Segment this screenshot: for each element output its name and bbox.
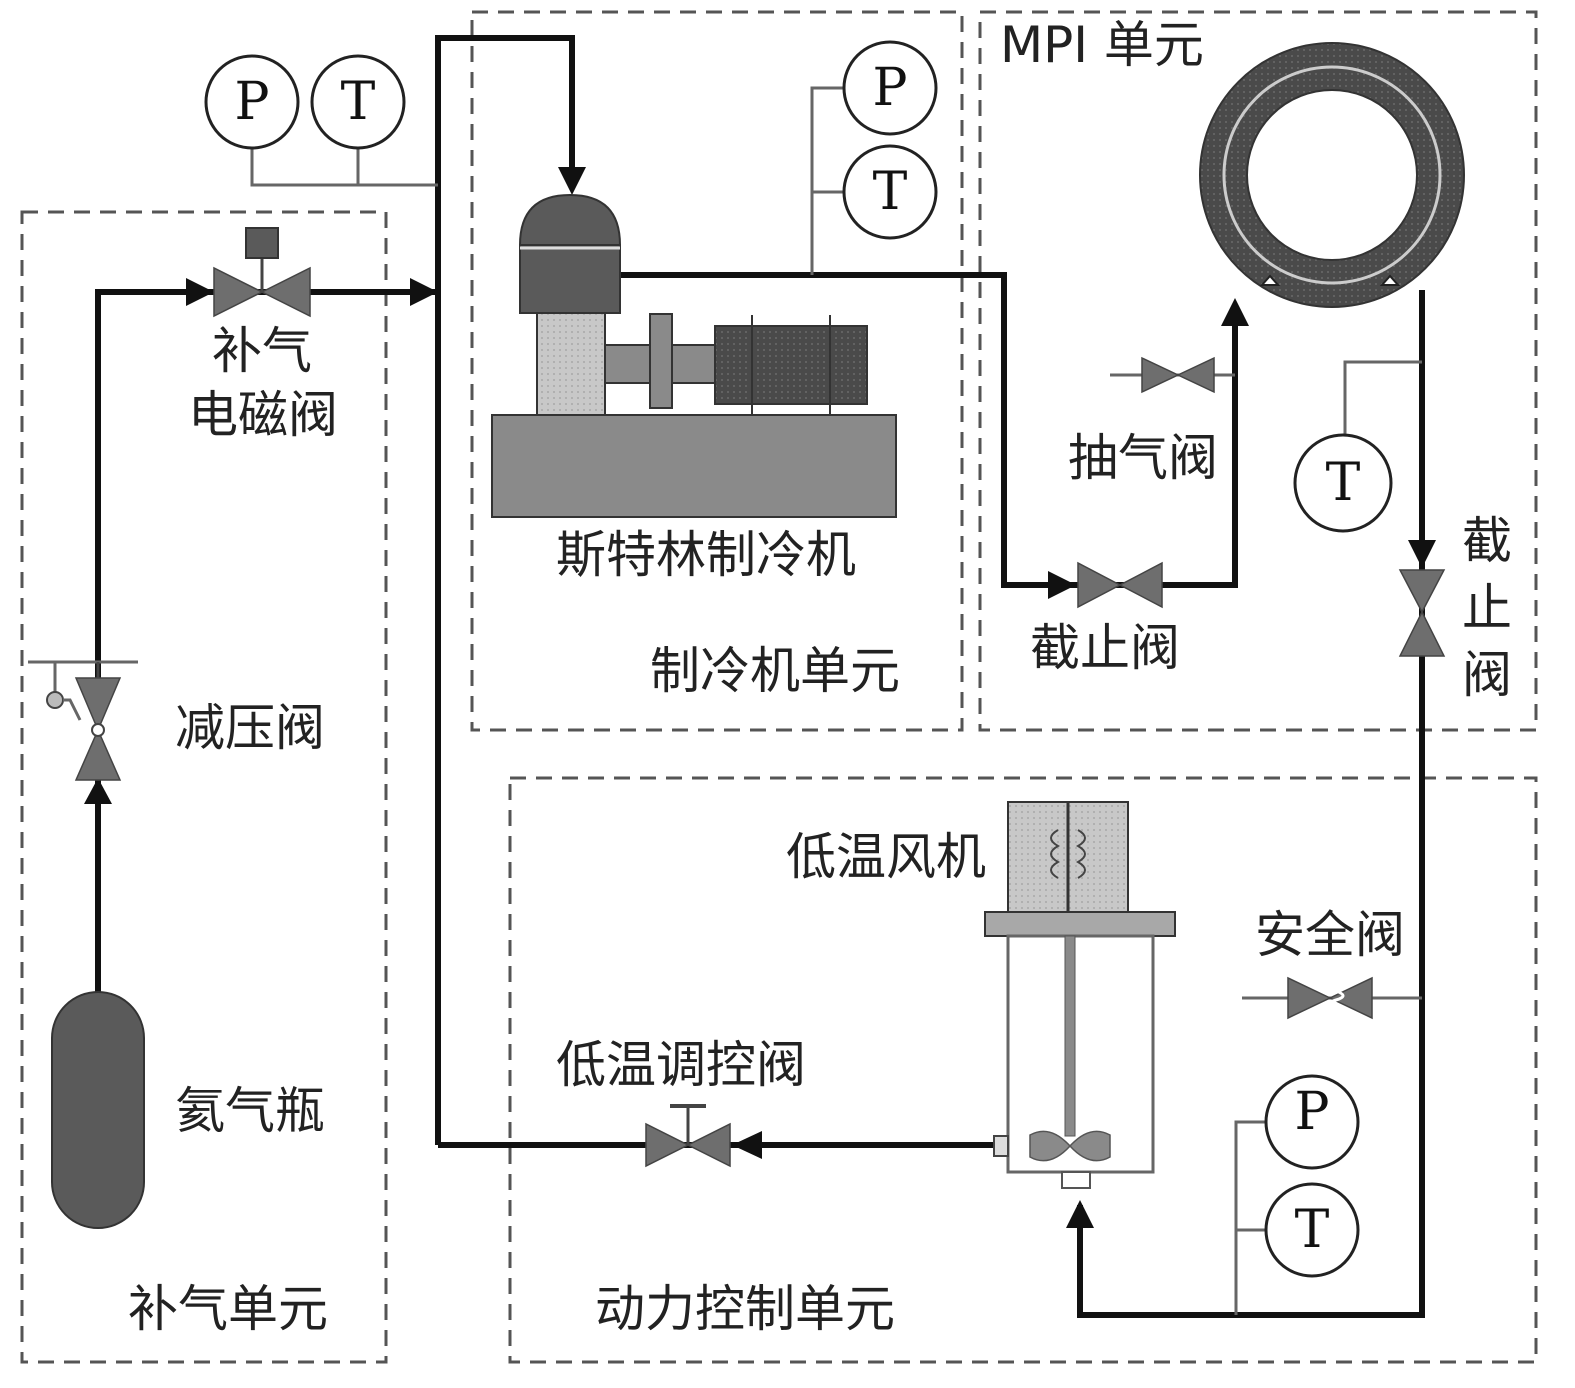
arrow-right-to-riser — [410, 278, 438, 306]
svg-text:P: P — [1295, 1082, 1330, 1142]
arrow-down-to-stop-valve-b — [1408, 540, 1436, 568]
exhaust-valve-icon — [1141, 356, 1215, 394]
safety-valve-label: 安全阀 — [1255, 906, 1405, 964]
mpi-unit-box — [978, 10, 1538, 732]
arrow-down-to-cooler — [558, 167, 586, 195]
stirling-cooler-label: 斯特林制冷机 — [556, 526, 856, 584]
supply-solenoid-valve-icon — [213, 227, 311, 318]
arrow-up-to-fan — [1066, 1200, 1094, 1228]
svg-text:P: P — [873, 58, 908, 118]
gas-supply-unit-label: 补气单元 — [128, 1280, 328, 1338]
cryo-control-valve-icon — [645, 1104, 731, 1168]
supply-solenoid-label-line2: 电磁阀 — [188, 386, 338, 444]
stop-valve-a-label: 截止阀 — [1030, 619, 1180, 677]
supply-solenoid-label-line1: 补气 — [212, 322, 312, 380]
helium-bottle — [51, 991, 145, 1229]
arrow-right-to-stop-valve — [1048, 571, 1076, 599]
arrow-right-to-solenoid — [186, 278, 214, 306]
arrow-left-to-control-valve — [732, 1131, 762, 1159]
arrow-up-to-reducer — [84, 778, 112, 804]
temperature-gauge-cooler: T — [842, 144, 938, 240]
stop-valve-b-icon — [1398, 569, 1446, 657]
power-control-unit-box — [508, 776, 1538, 1364]
stop-valve-b-label-2: 止 — [1462, 579, 1512, 637]
pressure-gauge-cooler: P — [842, 40, 938, 136]
pressure-gauge-supply: P — [204, 54, 300, 150]
cooler-unit-box — [470, 10, 964, 732]
stirling-cooler-icon — [491, 193, 897, 518]
cryo-fan-label: 低温风机 — [786, 828, 986, 886]
pressure-reducing-valve-icon — [46, 662, 122, 781]
svg-text:T: T — [1295, 1200, 1330, 1260]
cooler-unit-label: 制冷机单元 — [650, 642, 900, 700]
helium-bottle-label: 氦气瓶 — [175, 1082, 325, 1140]
safety-valve-icon — [1287, 976, 1373, 1020]
cryo-control-valve-label: 低温调控阀 — [556, 1036, 806, 1094]
temperature-gauge-power: T — [1264, 1182, 1360, 1278]
svg-text:T: T — [873, 162, 908, 222]
temperature-gauge-supply: T — [310, 54, 406, 150]
exhaust-valve-label: 抽气阀 — [1068, 429, 1218, 487]
power-control-unit-label: 动力控制单元 — [595, 1280, 895, 1338]
mpi-ring-icon — [1199, 42, 1465, 308]
cryo-fan-icon — [984, 801, 1176, 1189]
mpi-unit-label: MPI 单元 — [1000, 16, 1204, 74]
stop-valve-a-icon — [1077, 561, 1163, 609]
arrow-up-to-ring — [1221, 298, 1249, 326]
temperature-gauge-mpi: T — [1293, 433, 1393, 533]
gas-supply-unit-box — [20, 210, 388, 1364]
svg-text:T: T — [1326, 453, 1361, 513]
svg-text:P: P — [235, 72, 270, 132]
pressure-reducing-valve-label: 减压阀 — [175, 699, 325, 757]
svg-text:T: T — [341, 72, 376, 132]
stop-valve-b-label-1: 截 — [1462, 512, 1512, 570]
flow-arrows — [84, 167, 1436, 1228]
pressure-gauge-power: P — [1264, 1074, 1360, 1170]
stop-valve-b-label-3: 阀 — [1462, 646, 1512, 704]
